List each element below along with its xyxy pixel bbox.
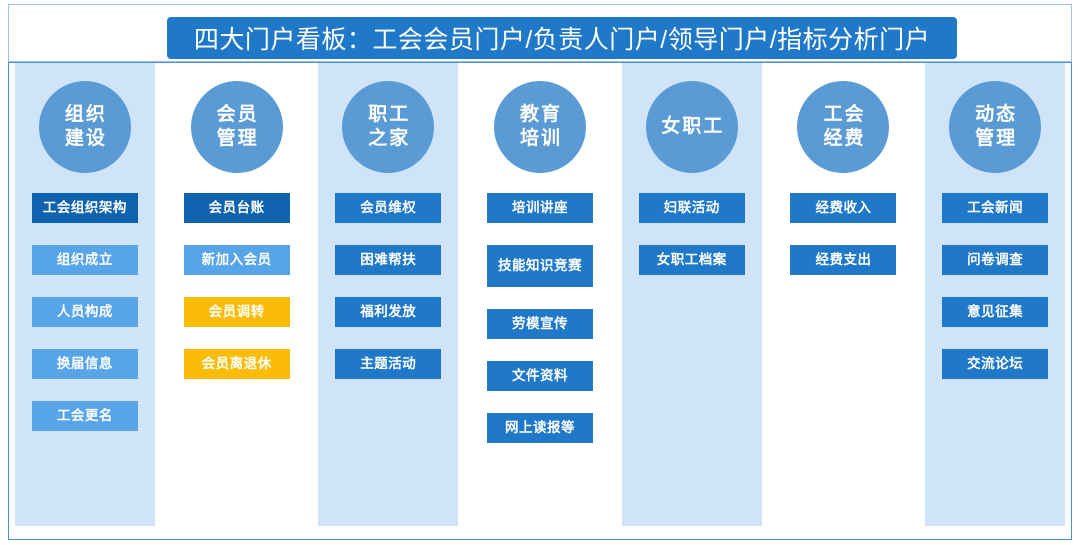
column-inner-dynamic-management: 动态管理工会新闻问卷调查意见征集交流论坛	[919, 63, 1071, 401]
column-inner-female-workers: 女职工妇联活动女职工档案	[616, 63, 768, 297]
menu-item[interactable]: 工会新闻	[942, 193, 1049, 223]
category-circle-line: 经费	[823, 128, 866, 149]
menu-item[interactable]: 女职工档案	[638, 245, 745, 275]
category-circle-line: 组织	[64, 104, 107, 126]
menu-item[interactable]: 会员离退休	[183, 349, 290, 379]
board-area: 组织建设工会组织架构组织成立人员构成换届信息工会更名会员管理会员台账新加入会员会…	[8, 62, 1072, 540]
column-inner-org-building: 组织建设工会组织架构组织成立人员构成换届信息工会更名	[9, 63, 161, 453]
menu-item[interactable]: 困难帮扶	[335, 245, 442, 275]
menu-item[interactable]: 交流论坛	[942, 349, 1049, 379]
category-circle-education-training[interactable]: 教育培训	[494, 81, 587, 173]
menu-item[interactable]: 意见征集	[942, 297, 1049, 327]
category-circle-dynamic-management[interactable]: 动态管理	[949, 81, 1042, 173]
category-circle-union-funds[interactable]: 工会经费	[797, 81, 890, 173]
menu-item[interactable]: 劳模宣传	[487, 309, 594, 339]
menu-item[interactable]: 会员调转	[183, 297, 290, 327]
category-circle-line: 女职工	[661, 116, 725, 138]
category-circle-workers-home[interactable]: 职工之家	[342, 81, 435, 173]
board-title: 四大门户看板：工会会员门户/负责人门户/领导门户/指标分析门户	[167, 17, 957, 59]
item-list-female-workers: 妇联活动女职工档案	[616, 193, 768, 297]
column-inner-member-management: 会员管理会员台账新加入会员会员调转会员离退休	[161, 63, 313, 401]
item-list-education-training: 培训讲座技能知识竞赛劳模宣传文件资料网上读报等	[464, 193, 616, 465]
category-circle-line: 培训	[520, 128, 563, 149]
category-circle-line: 动态	[975, 104, 1018, 126]
column-dynamic-management: 动态管理工会新闻问卷调查意见征集交流论坛	[919, 63, 1071, 539]
column-union-funds: 工会经费经费收入经费支出	[768, 63, 920, 539]
header-band: 四大门户看板：工会会员门户/负责人门户/领导门户/指标分析门户	[8, 4, 1072, 62]
item-list-workers-home: 会员维权困难帮扶福利发放主题活动	[312, 193, 464, 401]
category-circle-line: 之家	[368, 128, 411, 149]
menu-item[interactable]: 问卷调查	[942, 245, 1049, 275]
menu-item[interactable]: 人员构成	[31, 297, 138, 327]
column-container: 组织建设工会组织架构组织成立人员构成换届信息工会更名会员管理会员台账新加入会员会…	[9, 63, 1071, 539]
item-list-dynamic-management: 工会新闻问卷调查意见征集交流论坛	[919, 193, 1071, 401]
column-education-training: 教育培训培训讲座技能知识竞赛劳模宣传文件资料网上读报等	[464, 63, 616, 539]
menu-item[interactable]: 技能知识竞赛	[487, 245, 594, 287]
column-workers-home: 职工之家会员维权困难帮扶福利发放主题活动	[312, 63, 464, 539]
column-inner-union-funds: 工会经费经费收入经费支出	[768, 63, 920, 297]
menu-item[interactable]: 组织成立	[31, 245, 138, 275]
category-circle-line: 建设	[64, 128, 107, 149]
category-circle-line: 工会	[823, 104, 866, 126]
menu-item[interactable]: 培训讲座	[487, 193, 594, 223]
category-circle-org-building[interactable]: 组织建设	[38, 81, 131, 173]
column-inner-workers-home: 职工之家会员维权困难帮扶福利发放主题活动	[312, 63, 464, 401]
category-circle-female-workers[interactable]: 女职工	[645, 81, 738, 173]
menu-item[interactable]: 主题活动	[335, 349, 442, 379]
menu-item[interactable]: 妇联活动	[638, 193, 745, 223]
column-org-building: 组织建设工会组织架构组织成立人员构成换届信息工会更名	[9, 63, 161, 539]
menu-item[interactable]: 工会更名	[31, 401, 138, 431]
menu-item[interactable]: 福利发放	[335, 297, 442, 327]
item-list-union-funds: 经费收入经费支出	[768, 193, 920, 297]
menu-item[interactable]: 会员台账	[183, 193, 290, 223]
menu-item[interactable]: 文件资料	[487, 361, 594, 391]
category-circle-line: 管理	[216, 128, 259, 149]
column-female-workers: 女职工妇联活动女职工档案	[616, 63, 768, 539]
menu-item[interactable]: 工会组织架构	[31, 193, 138, 223]
menu-item[interactable]: 经费收入	[790, 193, 897, 223]
column-member-management: 会员管理会员台账新加入会员会员调转会员离退休	[161, 63, 313, 539]
item-list-member-management: 会员台账新加入会员会员调转会员离退休	[161, 193, 313, 401]
menu-item[interactable]: 换届信息	[31, 349, 138, 379]
menu-item[interactable]: 会员维权	[335, 193, 442, 223]
category-circle-line: 管理	[975, 128, 1018, 149]
menu-item[interactable]: 新加入会员	[183, 245, 290, 275]
category-circle-line: 职工	[368, 104, 411, 126]
category-circle-line: 会员	[216, 104, 259, 126]
item-list-org-building: 工会组织架构组织成立人员构成换届信息工会更名	[9, 193, 161, 453]
category-circle-line: 教育	[520, 104, 563, 126]
category-circle-member-management[interactable]: 会员管理	[190, 81, 283, 173]
menu-item[interactable]: 经费支出	[790, 245, 897, 275]
column-inner-education-training: 教育培训培训讲座技能知识竞赛劳模宣传文件资料网上读报等	[464, 63, 616, 465]
menu-item[interactable]: 网上读报等	[487, 413, 594, 443]
